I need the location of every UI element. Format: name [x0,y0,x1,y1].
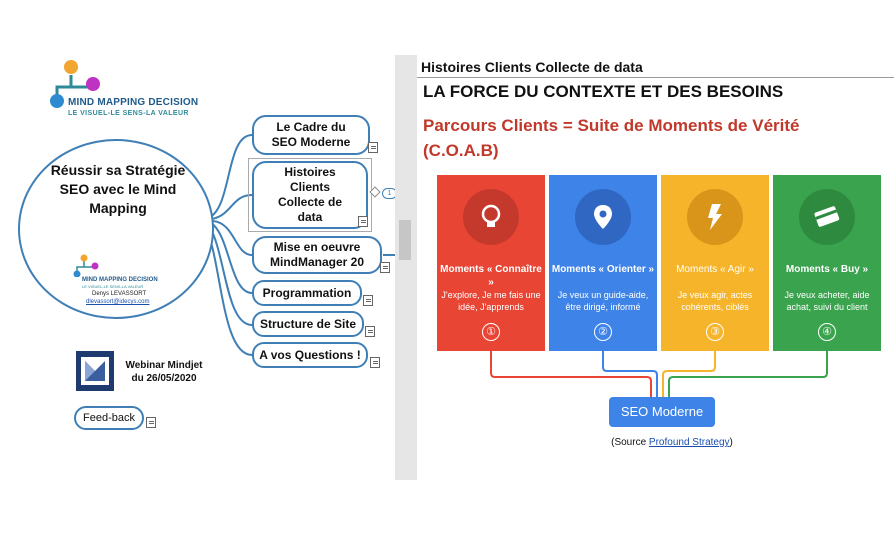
note-icon[interactable] [358,216,368,227]
topic-label: Programmation [262,285,352,300]
topic-programmation[interactable]: Programmation [252,280,362,306]
lightning-icon [708,204,722,230]
topic-label: Structure de Site [259,316,357,331]
card-number: ③ [706,323,724,341]
card-title: Moments « Connaître » [440,264,542,288]
brand-name: MIND MAPPING DECISION [68,97,199,108]
topic-mise-en-oeuvre[interactable]: Mise en oeuvre MindManager 20 [252,236,382,274]
central-logo-tagline: LE VISUEL-LE SENS-LA VALEUR [82,284,144,289]
feedback-topic[interactable]: Feed-back [74,406,144,430]
topic-a-vos-questions[interactable]: A vos Questions ! [252,342,368,368]
lightbulb-icon [481,204,501,227]
card-description: Je veux un guide-aide, être dirigé, info… [557,290,649,312]
card-description: Je veux acheter, aide achat, suivi du cl… [784,290,870,312]
central-topic-title: Réussir sa Stratégie SEO avec le Mind Ma… [50,162,186,216]
card-buy: Moments « Buy » Je veux acheter, aide ac… [773,175,881,351]
card-title: Moments « Buy » [785,264,869,275]
topic-structure-de-site[interactable]: Structure de Site [252,311,364,337]
header-divider [417,77,894,78]
notes-heading: LA FORCE DU CONTEXTE ET DES BESOINS [423,82,784,101]
card-orienter: Moments « Orienter » Je veux un guide-ai… [549,175,657,351]
card-title: Moments « Agir » [676,264,754,275]
mind-map-logo-icon [50,60,100,108]
topic-label: Histoires Clients Collecte de data [277,165,343,224]
brand-tagline: LE VISUEL-LE SENS-LA VALEUR [68,110,189,117]
note-icon[interactable] [380,262,390,273]
card-description: J'explore, Je me fais une idée, J'appren… [441,290,541,312]
mind-map-canvas[interactable]: MIND MAPPING DECISION LE VISUEL-LE SENS-… [0,55,397,480]
source-citation: (Source Profound Strategy) [597,437,747,448]
card-agir: Moments « Agir » Je veux agir, actes coh… [661,175,769,351]
webinar-info: Webinar Mindjet du 26/05/2020 [125,360,203,384]
card-number: ① [482,323,500,341]
card-icon-circle [799,189,855,245]
brand-logo [45,57,125,109]
credit-card-icon [814,206,840,227]
feedback-label: Feed-back [83,411,135,424]
card-number: ④ [818,323,836,341]
notes-header: Histoires Clients Collecte de data [421,59,643,75]
notes-subheading: Parcours Clients = Suite de Moments de V… [423,116,800,160]
seo-moderne-target: SEO Moderne [609,397,715,427]
central-logo-icon [73,254,99,277]
mindjet-logo-icon [76,351,114,391]
note-icon[interactable] [146,417,156,428]
topic-label: Le Cadre du SEO Moderne [271,120,351,149]
notes-pane[interactable]: Histoires Clients Collecte de data LA FO… [417,55,894,480]
source-prefix: (Source [611,437,649,448]
topic-label: A vos Questions ! [259,347,361,362]
author-email-link[interactable]: dlevassort@idecys.com [86,299,150,305]
card-connaitre: Moments « Connaître » J'explore, Je me f… [437,175,545,351]
note-icon[interactable] [365,326,375,337]
source-link[interactable]: Profound Strategy [648,437,730,448]
source-suffix: ) [729,437,733,448]
topic-seo-moderne[interactable]: Le Cadre du SEO Moderne [252,115,370,155]
scrollbar-thumb[interactable] [399,220,411,260]
note-icon[interactable] [363,295,373,306]
card-number: ② [594,323,612,341]
topic-label: Mise en oeuvre MindManager 20 [269,240,365,269]
topic-histoires-clients[interactable]: Histoires Clients Collecte de data [252,161,368,229]
note-icon[interactable] [368,142,378,153]
card-icon-circle [687,189,743,245]
card-icon-circle [575,189,631,245]
card-icon-circle [463,189,519,245]
pane-splitter[interactable] [395,55,417,480]
flow-connectors [490,351,828,397]
central-topic[interactable]: Réussir sa Stratégie SEO avec le Mind Ma… [18,139,214,319]
location-pin-icon [594,205,612,229]
author-name: Denys LEVASSORT [92,291,147,297]
card-title: Moments « Orienter » [551,264,655,275]
central-logo-name: MIND MAPPING DECISION [82,277,158,283]
note-icon[interactable] [370,357,380,368]
card-description: Je veux agir, actes cohérents, ciblés [677,290,753,312]
